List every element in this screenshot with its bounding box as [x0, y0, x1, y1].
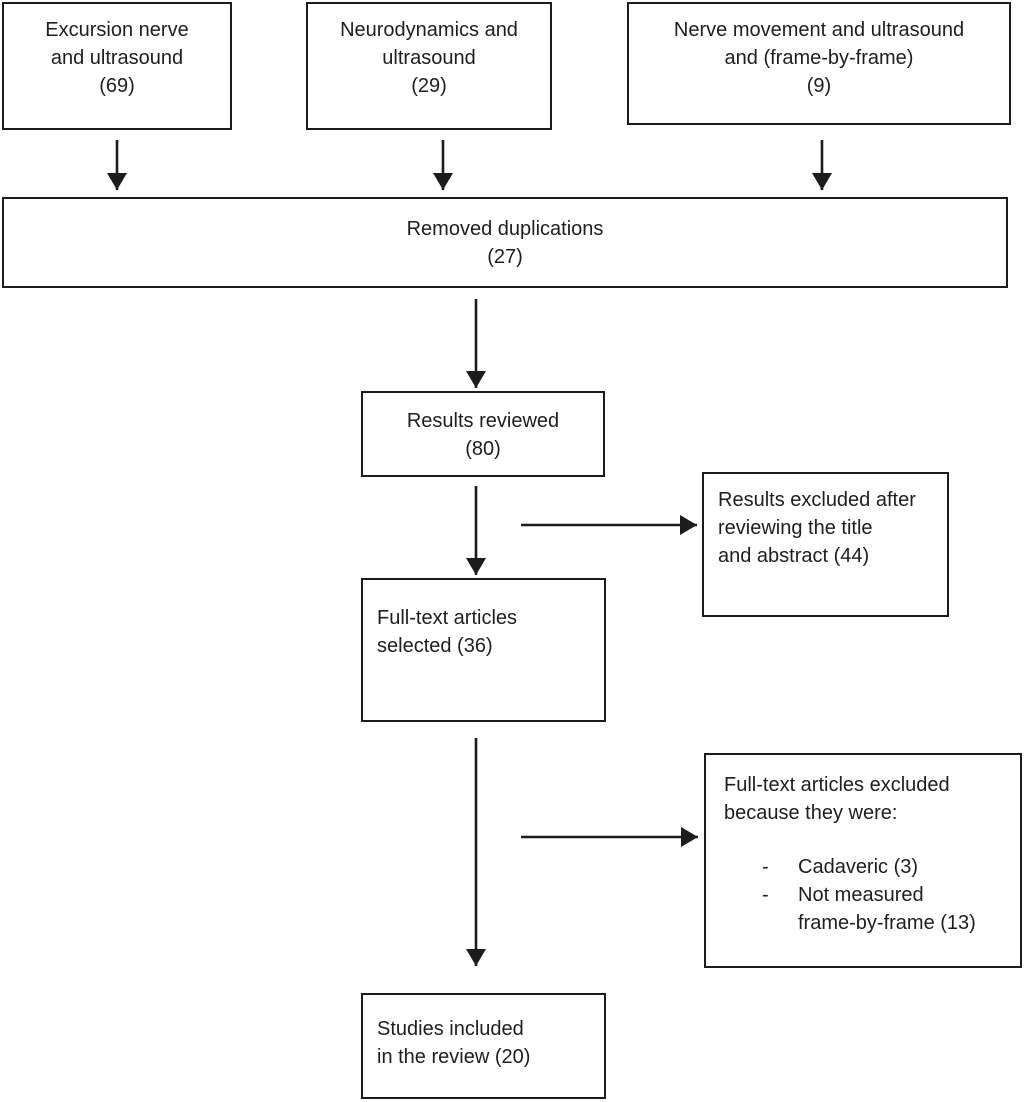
- box-neurodynamics-count: (29): [411, 75, 447, 97]
- fulltext-excluded-list: - Cadaveric (3) - Not measured frame-by-…: [724, 853, 1012, 937]
- list-item-text: frame-by-frame (13): [798, 912, 976, 934]
- box-excursion-count: (69): [99, 75, 135, 97]
- list-item-dash: -: [762, 856, 769, 878]
- box-studies-included-line-2: in the review (20): [377, 1046, 531, 1068]
- list-item: frame-by-frame (13): [762, 909, 1012, 937]
- box-neurodynamics-line-1: Neurodynamics and: [340, 19, 518, 41]
- box-neurodynamics-line-2: ultrasound: [382, 47, 476, 69]
- box-removed-duplications-line-1: Removed duplications: [406, 218, 604, 240]
- box-results-excluded-line-3: and abstract (44): [718, 545, 870, 567]
- box-removed-duplications-count: (27): [487, 246, 523, 268]
- box-fulltext-selected: Full-text articles selected (36): [361, 578, 606, 722]
- box-nerve-movement-count: (9): [806, 75, 832, 97]
- box-results-reviewed-count: (80): [465, 438, 501, 460]
- box-studies-included: Studies included in the review (20): [361, 993, 606, 1099]
- box-fulltext-excluded-line-1: Full-text articles excluded: [724, 774, 950, 796]
- list-item: - Cadaveric (3): [762, 853, 1012, 881]
- box-results-excluded-line-2: reviewing the title: [718, 517, 873, 539]
- box-nerve-movement-line-2: and (frame-by-frame): [724, 47, 914, 69]
- list-item-dash: -: [762, 884, 769, 906]
- box-neurodynamics: Neurodynamics and ultrasound (29): [306, 2, 552, 130]
- box-excursion-line-1: Excursion nerve: [45, 19, 189, 41]
- box-removed-duplications: Removed duplications (27): [2, 197, 1008, 288]
- list-item: - Not measured: [762, 881, 1012, 909]
- box-results-excluded: Results excluded after reviewing the tit…: [702, 472, 949, 617]
- list-item-dash: [762, 909, 798, 937]
- box-excursion-line-2: and ultrasound: [50, 47, 184, 69]
- box-nerve-movement: Nerve movement and ultrasound and (frame…: [627, 2, 1011, 125]
- box-excursion-nerve: Excursion nerve and ultrasound (69): [2, 2, 232, 130]
- box-studies-included-line-1: Studies included: [377, 1018, 524, 1040]
- list-item-text: Cadaveric (3): [798, 856, 919, 878]
- box-fulltext-selected-line-1: Full-text articles: [377, 607, 518, 629]
- list-item-text: Not measured: [798, 884, 924, 906]
- box-results-excluded-line-1: Results excluded after: [718, 489, 916, 511]
- box-fulltext-selected-line-2: selected (36): [377, 635, 493, 657]
- box-fulltext-excluded: Full-text articles excluded because they…: [704, 753, 1022, 968]
- box-results-reviewed: Results reviewed (80): [361, 391, 605, 477]
- box-fulltext-excluded-line-2: because they were:: [724, 802, 898, 824]
- box-results-reviewed-line-1: Results reviewed: [406, 410, 560, 432]
- box-nerve-movement-line-1: Nerve movement and ultrasound: [673, 19, 965, 41]
